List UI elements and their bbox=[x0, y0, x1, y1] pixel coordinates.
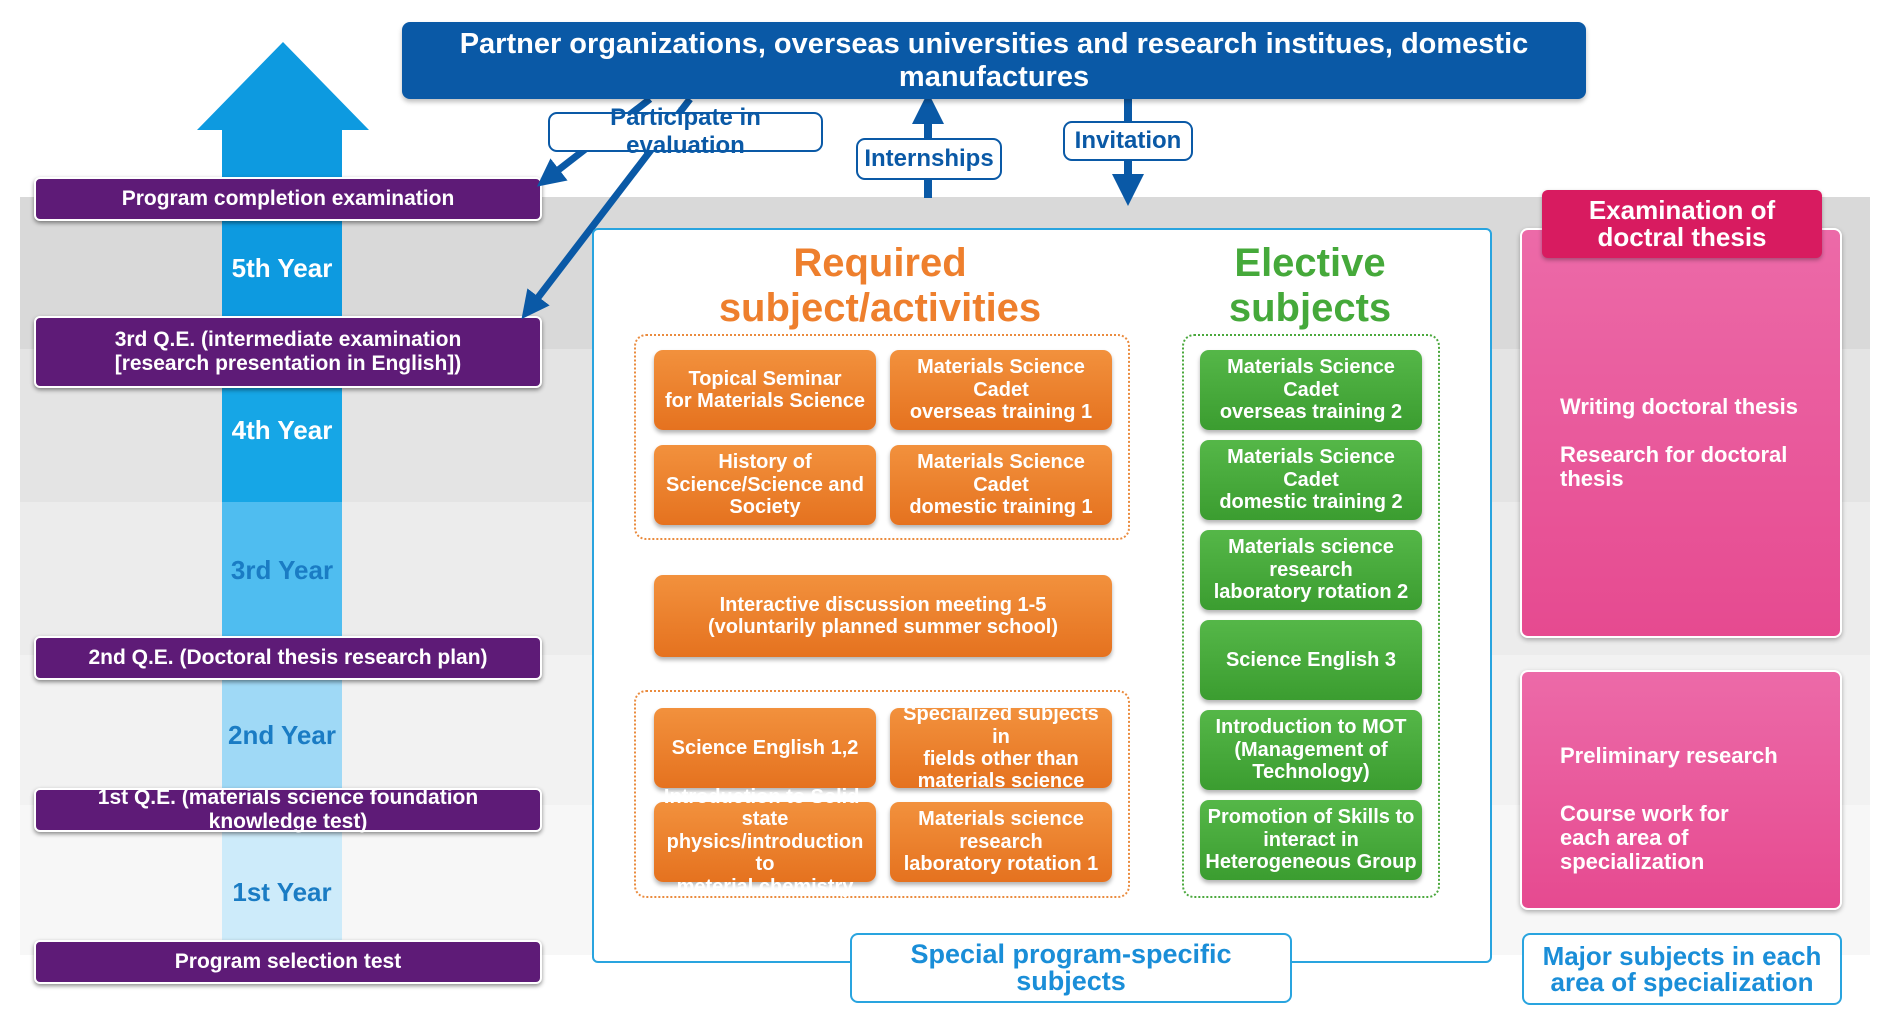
subject-lab-rotation-1: Materials science research laboratory ro… bbox=[890, 802, 1112, 882]
subject-cadet-overseas-2: Materials Science Cadet overseas trainin… bbox=[1200, 350, 1422, 430]
exam-doctoral-thesis-header: Examination of doctral thesis bbox=[1542, 190, 1822, 258]
timeline-segment-1st bbox=[222, 808, 342, 960]
subject-cadet-overseas-2-line2: overseas training 2 bbox=[1219, 401, 1403, 424]
subject-cadet-domestic-1: Materials Science Cadet domestic trainin… bbox=[890, 445, 1112, 525]
subject-solid-state-physics: Introduction to Solid-state physics/intr… bbox=[654, 786, 876, 898]
subject-solid-state-line3: meterial chemistry bbox=[676, 875, 854, 898]
major-subjects-line2: area of specialization bbox=[1550, 967, 1814, 997]
subject-history-line2: Science/Science and bbox=[666, 473, 864, 496]
course-work-line1: Course work for bbox=[1560, 801, 1729, 826]
subject-specialized-line3: materials science bbox=[917, 770, 1085, 793]
subject-cadet-domestic-2-line2: domestic training 2 bbox=[1219, 491, 1403, 514]
required-group-bottom bbox=[634, 690, 1130, 898]
special-program-label: Special program-specific subjects bbox=[850, 933, 1292, 1003]
subject-cadet-overseas-1-line2: overseas training 1 bbox=[909, 401, 1093, 424]
year-label-1st: 1st Year bbox=[232, 876, 332, 907]
subject-specialized-line2: fields other than bbox=[923, 748, 1079, 770]
subject-lab-rotation-1-line2: laboratory rotation 1 bbox=[903, 853, 1099, 876]
subject-science-english-1-2: Science English 1,2 bbox=[654, 708, 876, 788]
milestone-completion-exam: Program completion examination bbox=[34, 177, 542, 221]
subject-specialized-line1: Specialized subjects in bbox=[903, 703, 1099, 748]
preliminary-research: Preliminary research bbox=[1560, 743, 1778, 768]
internships-label: Internships bbox=[856, 138, 1002, 180]
subject-history-line1: History of bbox=[718, 451, 812, 474]
required-section-title: Required subject/activities bbox=[718, 240, 1042, 330]
subject-science-english-1-2-label: Science English 1,2 bbox=[671, 736, 859, 759]
milestone-selection-test: Program selection test bbox=[34, 940, 542, 984]
subject-interactive-line1: Interactive discussion meeting 1-5 bbox=[719, 593, 1047, 616]
subject-solid-state-line2: physics/introduction to bbox=[666, 830, 864, 876]
year-label-4th: 4th Year bbox=[231, 414, 333, 445]
subject-skills-line1: Promotion of Skills to bbox=[1207, 806, 1415, 829]
year-label-2nd: 2nd Year bbox=[228, 719, 336, 750]
subject-cadet-overseas-1: Materials Science Cadet overseas trainin… bbox=[890, 350, 1112, 430]
timeline-segment-2nd bbox=[222, 655, 342, 808]
timeline-segment-3rd bbox=[222, 502, 342, 655]
participate-in-evaluation-label: Participate in evaluation bbox=[548, 104, 823, 159]
subject-mot-line1: Introduction to MOT bbox=[1215, 716, 1407, 739]
elective-group bbox=[1182, 334, 1440, 898]
year-label-5th: 5th Year bbox=[231, 252, 333, 283]
preliminary-research-box bbox=[1520, 670, 1842, 910]
writing-doctoral-thesis: Writing doctoral thesis bbox=[1560, 394, 1798, 419]
milestone-3rd-qe-line1: 3rd Q.E. (intermediate examination bbox=[114, 327, 462, 351]
invitation-label: Invitation bbox=[1063, 121, 1193, 161]
subject-interactive-discussion: Interactive discussion meeting 1-5 (volu… bbox=[654, 575, 1112, 657]
milestone-2nd-qe: 2nd Q.E. (Doctoral thesis research plan) bbox=[34, 636, 542, 680]
exam-doctoral-thesis-line1: Examination of bbox=[1588, 194, 1776, 225]
major-subjects-line1: Major subjects in each bbox=[1542, 941, 1822, 971]
subject-cadet-domestic-1-line2: domestic training 1 bbox=[909, 496, 1093, 519]
subject-lab-rotation-1-line1: Materials science research bbox=[918, 808, 1084, 853]
major-subjects-label: Major subjects in each area of specializ… bbox=[1522, 933, 1842, 1005]
subject-topical-seminar: Topical Seminar for Materials Science bbox=[654, 350, 876, 430]
required-group-top bbox=[634, 334, 1130, 540]
subject-cadet-domestic-1-line1: Materials Science Cadet bbox=[917, 451, 1085, 496]
subject-history-line3: Society bbox=[729, 496, 801, 519]
subject-lab-rotation-2-line2: laboratory rotation 2 bbox=[1213, 581, 1409, 604]
subject-science-english-3: Science English 3 bbox=[1200, 620, 1422, 700]
doctoral-thesis-box bbox=[1520, 228, 1842, 638]
subject-cadet-domestic-2-line1: Materials Science Cadet bbox=[1227, 446, 1395, 491]
elective-section-title: Elective subjects bbox=[1228, 240, 1392, 330]
subject-intro-to-mot: Introduction to MOT (Management of Techn… bbox=[1200, 710, 1422, 790]
subject-promotion-of-skills: Promotion of Skills to interact in Heter… bbox=[1200, 800, 1422, 880]
subject-skills-line3: Heterogeneous Group bbox=[1205, 851, 1417, 874]
milestone-1st-qe: 1st Q.E. (materials science foundation k… bbox=[34, 786, 542, 833]
year-label-3rd: 3rd Year bbox=[230, 554, 334, 585]
course-work: Course work for each area of specializat… bbox=[1560, 801, 1830, 875]
subject-science-english-3-label: Science English 3 bbox=[1225, 648, 1397, 671]
subject-lab-rotation-2-line1: Materials science research bbox=[1228, 536, 1394, 581]
milestone-3rd-qe: 3rd Q.E. (intermediate examination [rese… bbox=[34, 316, 542, 388]
subject-solid-state-line1: Introduction to Solid-state bbox=[663, 786, 867, 831]
subject-specialized-other-fields: Specialized subjects in fields other tha… bbox=[890, 703, 1112, 792]
timeline-arrow-head bbox=[197, 42, 369, 130]
subject-topical-seminar-line1: Topical Seminar bbox=[688, 367, 842, 390]
timeline-segment-5th bbox=[222, 130, 342, 320]
subject-cadet-overseas-1-line1: Materials Science Cadet bbox=[917, 356, 1085, 401]
milestone-3rd-qe-line2: [research presentation in English]) bbox=[114, 352, 462, 375]
subject-skills-line2: interact in bbox=[1263, 828, 1359, 851]
subject-mot-line2: (Management of Technology) bbox=[1234, 738, 1388, 784]
course-work-line2: each area of specialization bbox=[1560, 825, 1705, 875]
subject-cadet-domestic-2: Materials Science Cadet domestic trainin… bbox=[1200, 440, 1422, 520]
partner-organizations-banner: Partner organizations, overseas universi… bbox=[402, 22, 1586, 99]
subject-lab-rotation-2: Materials science research laboratory ro… bbox=[1200, 530, 1422, 610]
subject-cadet-overseas-2-line1: Materials Science Cadet bbox=[1227, 356, 1395, 401]
subject-history-of-science: History of Science/Science and Society bbox=[654, 445, 876, 525]
subject-interactive-line2: (voluntarily planned summer school) bbox=[707, 616, 1059, 638]
exam-doctoral-thesis-line2: doctral thesis bbox=[1597, 222, 1767, 252]
subject-topical-seminar-line2: for Materials Science bbox=[664, 390, 866, 412]
research-for-doctoral-thesis: Research for doctoral thesis bbox=[1560, 442, 1788, 492]
